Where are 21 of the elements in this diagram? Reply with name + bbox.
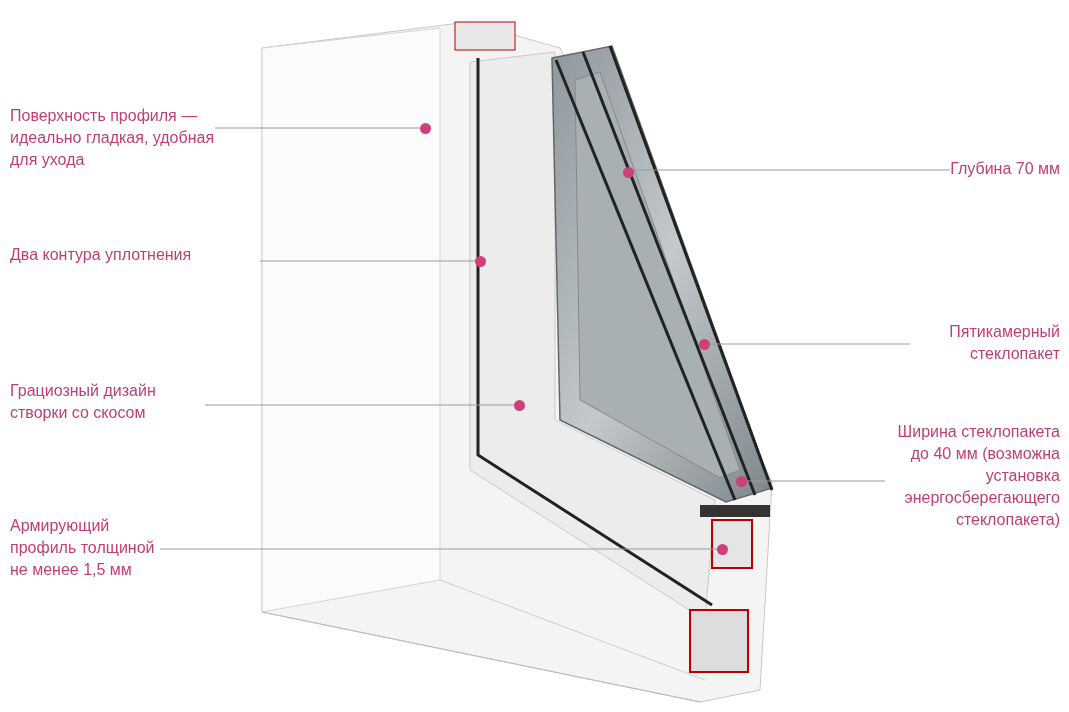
callout-text: Ширина стеклопакета до 40 мм (возможна установка энергосберегающего стеклопакета) xyxy=(885,421,1060,531)
marker-dot xyxy=(716,543,728,555)
callout-text: Грациозный дизайн створки со скосом xyxy=(10,380,205,424)
leader-line xyxy=(214,127,421,129)
leader-line xyxy=(746,480,886,482)
callout-text: Два контура уплотнения xyxy=(10,244,260,266)
leader-line xyxy=(633,169,951,171)
marker-dot xyxy=(474,255,486,267)
callout-text: Поверхность профиля — идеально гладкая, удобная для ухода xyxy=(10,105,215,171)
marker-dot xyxy=(513,399,525,411)
leader-line xyxy=(259,260,476,262)
leader-line xyxy=(159,548,718,550)
leader-line xyxy=(204,404,515,406)
callout-text: Армирующий профиль толщиной не менее 1,5 мм xyxy=(10,515,160,581)
leader-line xyxy=(709,343,911,345)
marker-dot xyxy=(735,475,747,487)
callout-text: Глубина 70 мм xyxy=(950,158,1060,180)
marker-dot xyxy=(698,338,710,350)
marker-dot xyxy=(419,122,431,134)
callout-text: Пятикамерный стеклопакет xyxy=(910,321,1060,365)
marker-dot xyxy=(622,166,634,178)
